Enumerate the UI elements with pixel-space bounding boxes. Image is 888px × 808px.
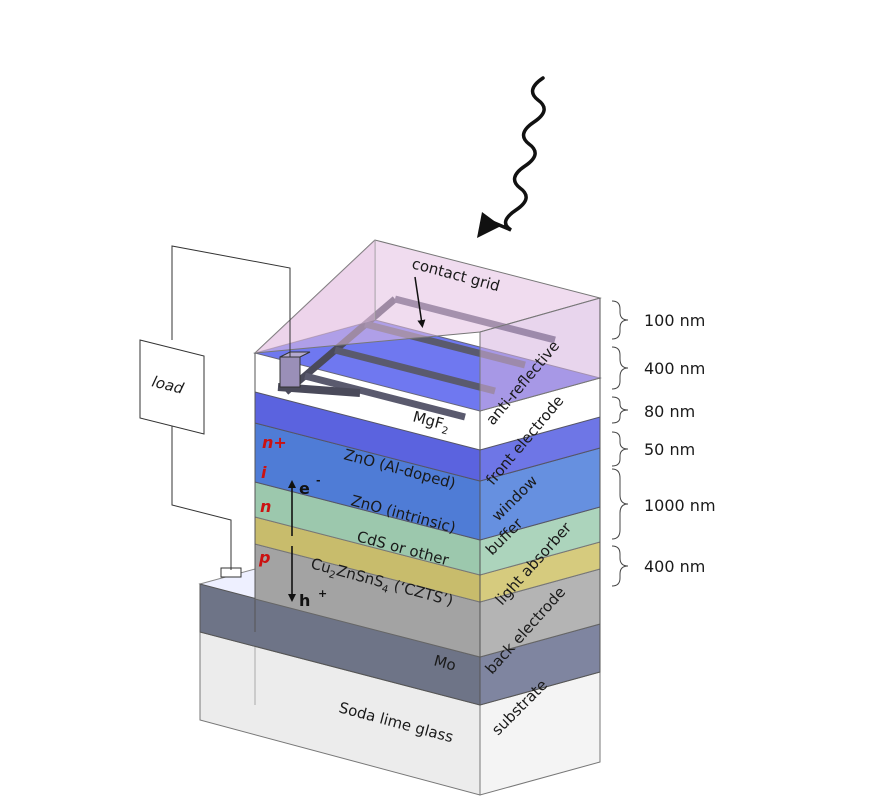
bracket-1000nm — [611, 468, 629, 540]
doping-p: p — [258, 548, 270, 567]
doping-i: i — [261, 463, 267, 482]
doping-nplus: n+ — [262, 433, 287, 452]
external-circuit — [139, 245, 291, 570]
grid-tab — [277, 383, 361, 397]
electron-label: e — [299, 479, 310, 498]
load-box — [139, 339, 205, 435]
grid-finger-3 — [334, 346, 496, 395]
doping-n: n — [260, 497, 271, 516]
bracket-100nm — [611, 300, 629, 340]
thickness-label: 50 nm — [644, 440, 695, 459]
mo-name: Mo — [432, 651, 458, 674]
incident-light-icon — [477, 76, 546, 238]
light-wave — [490, 76, 546, 232]
contact-grid-arrow — [414, 276, 426, 328]
thickness-label: 400 nm — [644, 359, 705, 378]
electron-sign: - — [316, 474, 321, 487]
grid-finger-4 — [304, 372, 466, 421]
light-arrowhead — [477, 212, 501, 238]
wire-top — [171, 245, 291, 357]
wire-bottom — [171, 412, 232, 570]
thickness-label: 1000 nm — [644, 496, 716, 515]
cover-front-tint — [255, 240, 375, 353]
top-cover — [253, 239, 602, 412]
bracket-400nm-top — [611, 346, 629, 390]
hole-sign: + — [318, 587, 327, 600]
thickness-label: 80 nm — [644, 402, 695, 421]
thickness-brackets — [611, 300, 629, 587]
bracket-400nm-bottom — [611, 545, 629, 587]
bracket-50nm — [611, 431, 629, 467]
hole-label: h — [299, 591, 310, 610]
thickness-label: 100 nm — [644, 311, 705, 330]
thickness-label: 400 nm — [644, 557, 705, 576]
bracket-80nm — [611, 396, 629, 424]
